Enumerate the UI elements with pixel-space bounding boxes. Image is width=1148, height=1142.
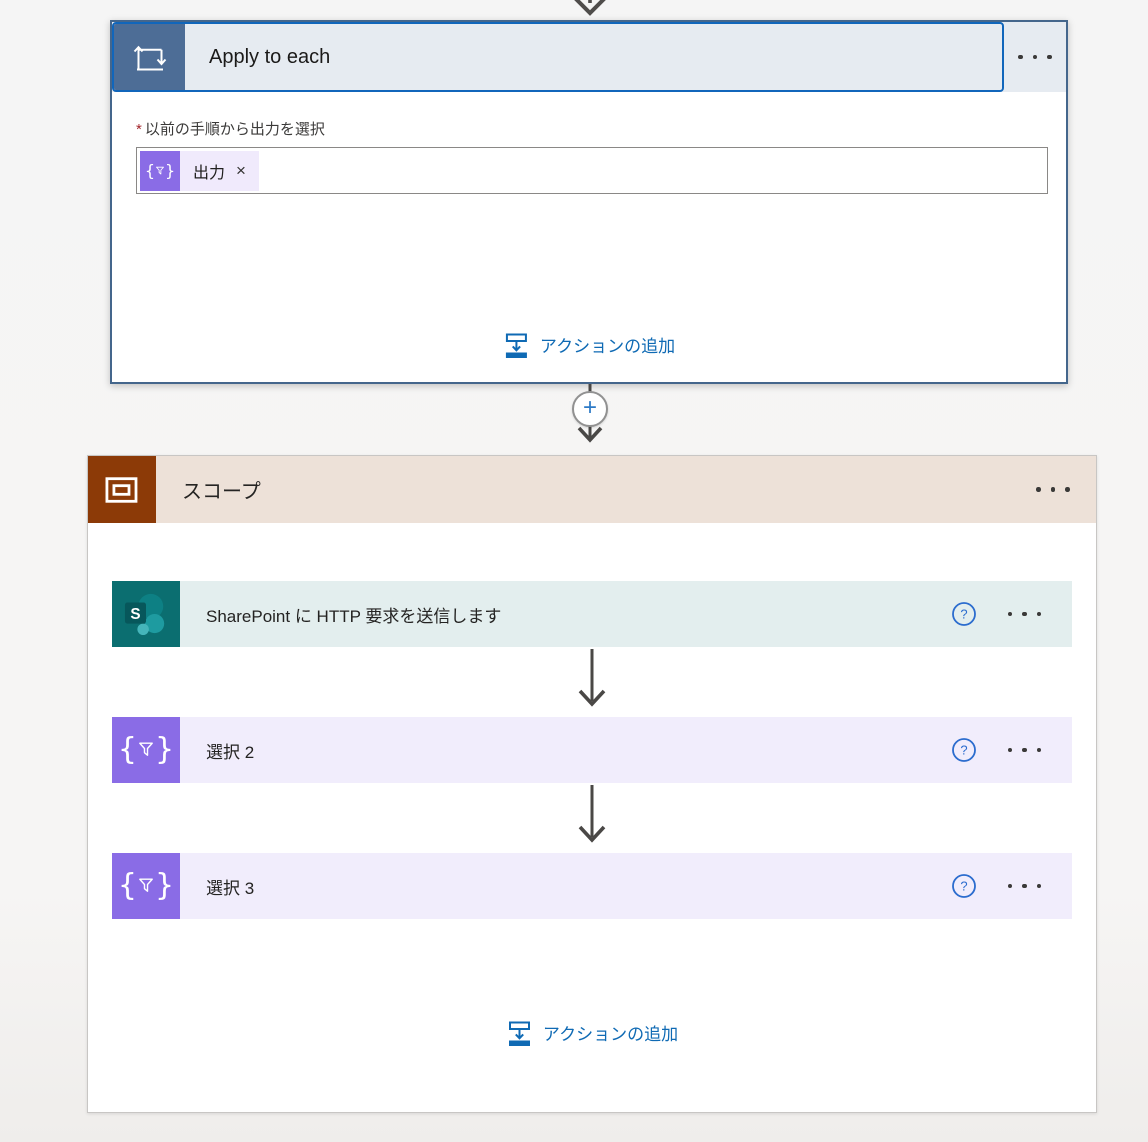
- sharepoint-icon: S: [112, 581, 180, 647]
- token-pill: 出力 ×: [180, 150, 259, 191]
- down-arrow-icon: [578, 785, 606, 843]
- required-marker: *: [136, 121, 142, 138]
- apply-to-each-header: Apply to each: [112, 22, 1066, 92]
- help-icon: ?: [951, 602, 976, 626]
- action-title: SharePoint に HTTP 要求を送信します: [206, 606, 502, 626]
- flow-arrow: [570, 783, 614, 853]
- ellipsis-icon: [1003, 747, 1047, 753]
- action-menu-button[interactable]: [1003, 747, 1047, 753]
- action-menu-button[interactable]: [1003, 611, 1047, 617]
- ellipsis-icon: [1003, 611, 1047, 617]
- help-button[interactable]: ?: [951, 737, 977, 763]
- help-icon: ?: [951, 874, 976, 898]
- scope-header-button[interactable]: スコープ: [88, 456, 1096, 523]
- ellipsis-icon: [1003, 883, 1047, 889]
- select-braces-funnel-icon: { }: [112, 853, 180, 919]
- svg-text:S: S: [130, 606, 140, 623]
- scope-title: スコープ: [182, 481, 261, 503]
- token-text: 出力: [193, 164, 226, 182]
- apply-to-each-body: *以前の手順から出力を選択 { } 出力: [112, 118, 1066, 410]
- apply-to-each-title: Apply to each: [209, 45, 331, 68]
- select-braces-funnel-icon: { }: [112, 717, 180, 783]
- action-title: 選択 3: [206, 878, 255, 898]
- scope-card: スコープ S SharePoint に HTTP 要求を送信します: [87, 455, 1097, 1113]
- plus-icon: +: [582, 394, 597, 421]
- add-action-button[interactable]: アクションの追加: [497, 327, 681, 362]
- action-menu-button[interactable]: [1003, 883, 1047, 889]
- scope-icon: [88, 456, 156, 523]
- action-row-select-2[interactable]: { } 選択 2 ?: [112, 717, 1072, 783]
- add-action-label: アクションの追加: [539, 337, 676, 356]
- connector: +: [568, 384, 612, 456]
- help-icon: ?: [951, 738, 976, 762]
- scope-add-action-button[interactable]: アクションの追加: [500, 1015, 684, 1050]
- incoming-connector-arrow-icon: [574, 0, 606, 16]
- svg-text:?: ?: [960, 879, 967, 894]
- output-select-label: *以前の手順から出力を選択: [136, 118, 1066, 139]
- add-action-label: アクションの追加: [542, 1025, 679, 1044]
- action-row-select-3[interactable]: { } 選択 3 ?: [112, 853, 1072, 919]
- token-remove-button[interactable]: ×: [236, 161, 246, 180]
- scope-body: S SharePoint に HTTP 要求を送信します ?: [88, 523, 1096, 1050]
- field-label-text: 以前の手順から出力を選択: [144, 121, 325, 138]
- apply-to-each-header-button[interactable]: Apply to each: [112, 22, 1004, 92]
- apply-to-each-card: Apply to each *以前の手順から出力を選択 {: [110, 20, 1068, 384]
- svg-text:?: ?: [960, 607, 967, 622]
- apply-to-each-loop-icon: [114, 24, 185, 90]
- apply-to-each-menu-button[interactable]: [1004, 22, 1066, 92]
- output-token[interactable]: { } 出力 ×: [140, 150, 259, 191]
- flow-arrow: [570, 647, 614, 717]
- action-row-sharepoint-http[interactable]: S SharePoint に HTTP 要求を送信します ?: [112, 581, 1072, 647]
- svg-text:?: ?: [960, 743, 967, 758]
- insert-step-button[interactable]: +: [572, 391, 608, 427]
- ellipsis-icon: [1013, 54, 1057, 60]
- add-action-icon: [508, 1021, 530, 1046]
- scope-menu-button[interactable]: [1010, 456, 1096, 523]
- token-braces-funnel-icon: { }: [140, 150, 180, 191]
- ellipsis-icon: [1031, 487, 1075, 492]
- action-title: 選択 2: [206, 742, 255, 762]
- help-button[interactable]: ?: [951, 873, 977, 899]
- output-select-input[interactable]: { } 出力 ×: [136, 147, 1048, 194]
- help-button[interactable]: ?: [951, 601, 977, 627]
- add-action-icon: [505, 333, 527, 358]
- down-arrow-icon: [578, 649, 606, 707]
